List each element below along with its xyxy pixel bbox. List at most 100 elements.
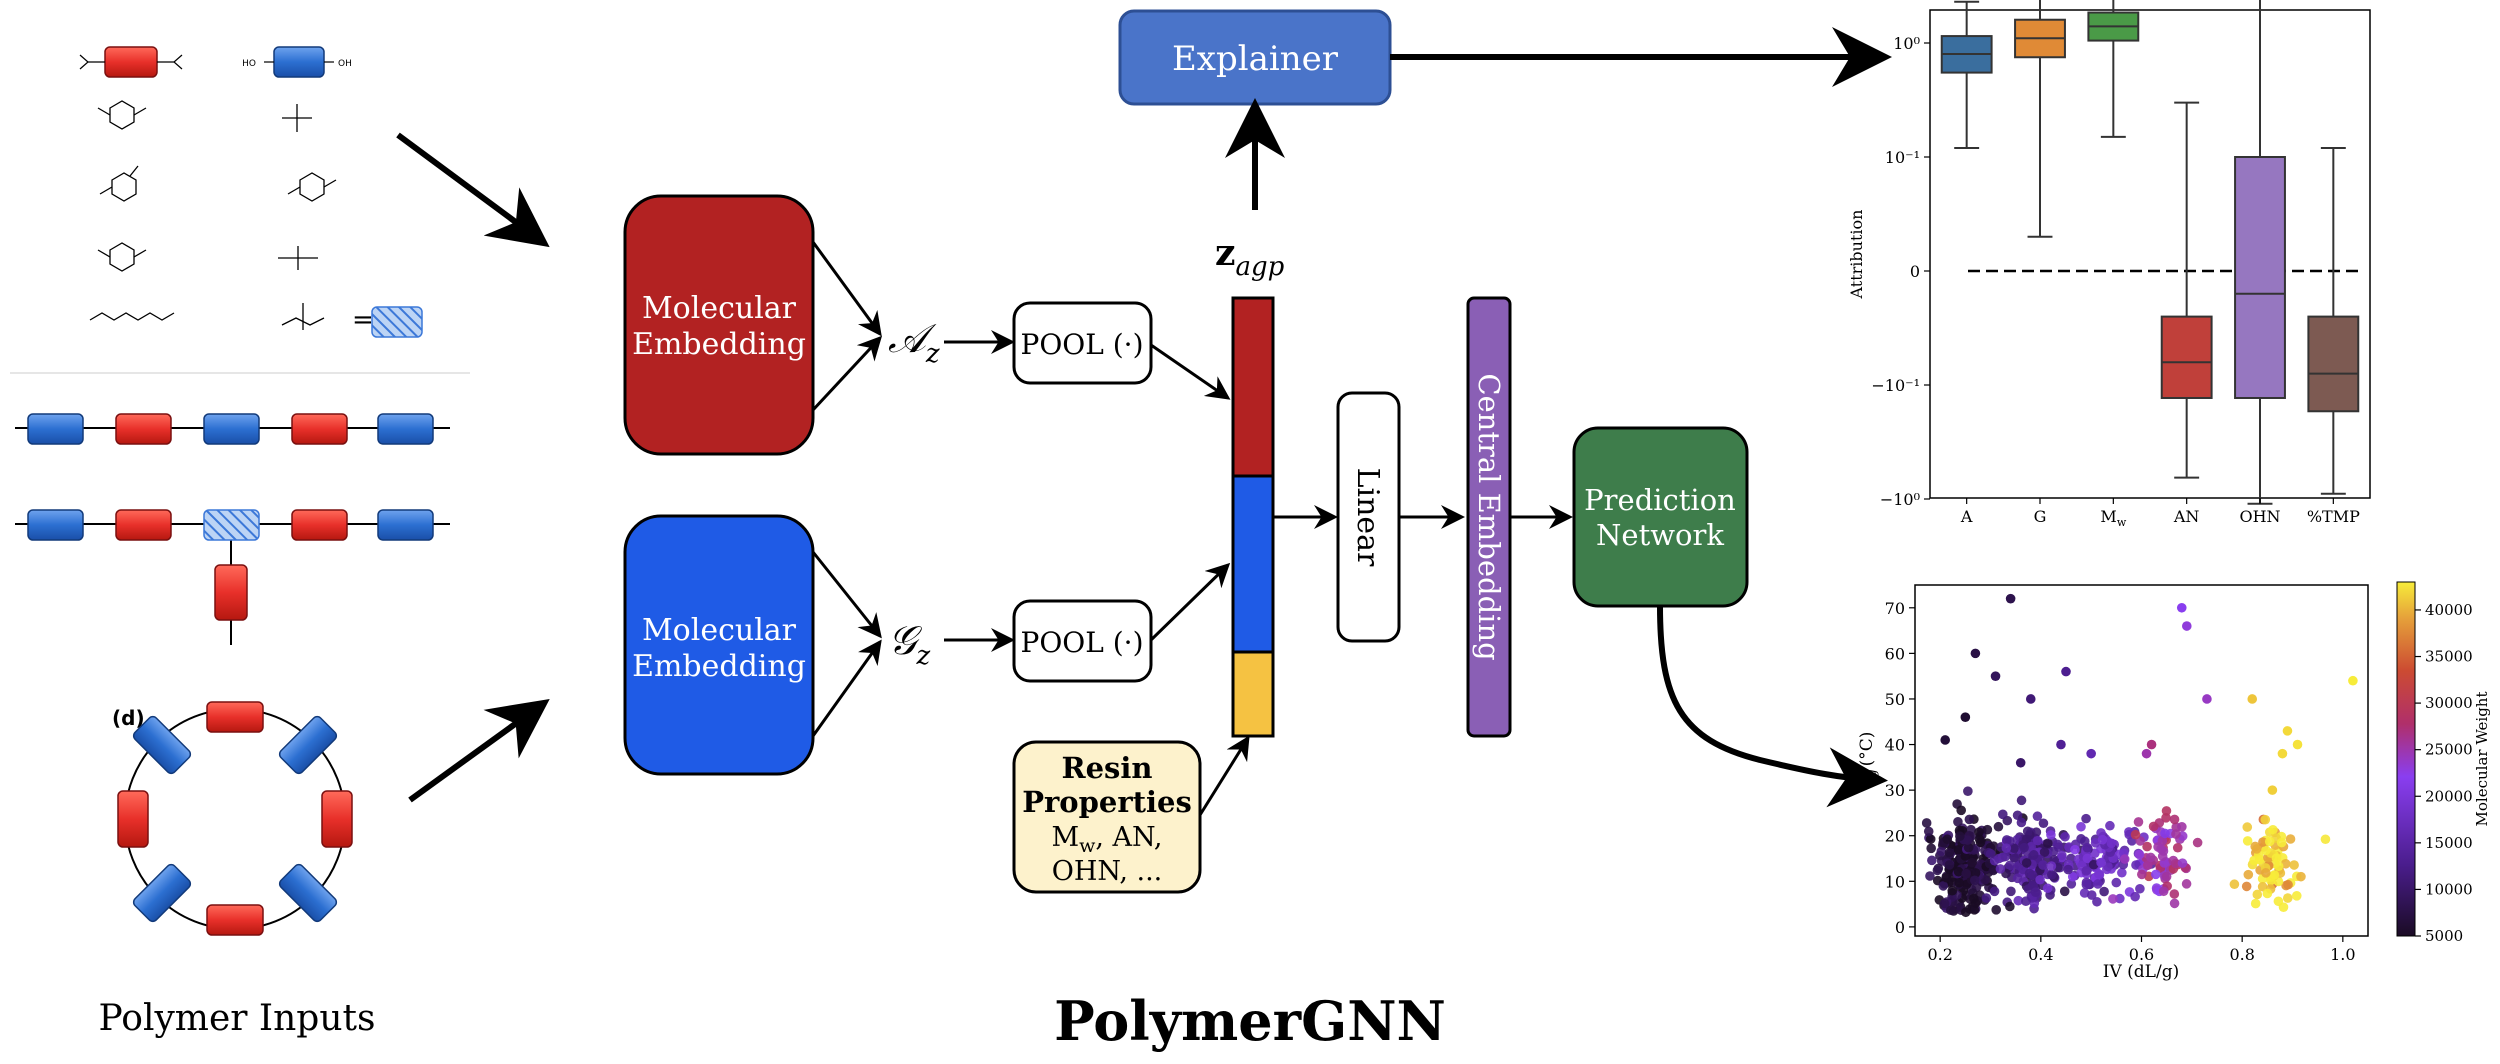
scatter-xtick-label: 0.2 — [1927, 945, 1952, 964]
scatter-point — [2320, 834, 2331, 845]
pool-label-acid: POOL (·) — [1021, 328, 1144, 361]
scatter-point — [1990, 671, 2001, 681]
scatter-point — [1956, 805, 1966, 816]
scatter-point — [2029, 850, 2039, 860]
scatter-point — [2257, 881, 2268, 892]
scatter-ytick-label: 20 — [1885, 827, 1905, 846]
pool-box-glycol — [1012, 599, 1153, 683]
scatter-point — [2130, 891, 2140, 902]
scatter-point — [2088, 859, 2099, 870]
boxplot-ytick-label: 10⁰ — [1893, 34, 1920, 53]
zagp-label: zagp — [1215, 232, 1285, 282]
scatter-point — [2027, 870, 2038, 880]
scatter-point — [1960, 907, 1971, 918]
scatter-point — [2249, 855, 2259, 866]
scatter-point — [2148, 821, 2159, 832]
scatter-point — [2119, 854, 2130, 864]
scatter-point — [2063, 864, 2073, 875]
scatter-point — [2019, 842, 2029, 853]
scatter-point — [1947, 885, 1958, 896]
scatter-ytick-label: 40 — [1885, 736, 1905, 755]
scatter-point — [2000, 851, 2011, 862]
boxplot-ytick-label: −10⁰ — [1880, 490, 1920, 509]
scatter-point — [2229, 879, 2240, 890]
boxplot-box-pcttmp — [2307, 315, 2360, 413]
mol-embedding-top-line2: Embedding — [632, 327, 806, 362]
scatter-ytick-label: 60 — [1885, 644, 1905, 663]
scatter-point — [2021, 896, 2031, 907]
panel-d-label: (d) — [112, 706, 145, 730]
scatter-point — [1953, 866, 1964, 877]
scatter-point — [1944, 847, 1955, 858]
scatter-point — [2250, 841, 2260, 852]
boxplot-xtick-label: %TMP — [2307, 507, 2360, 526]
polymergnn-title: PolymerGNN — [1054, 989, 1446, 1053]
scatter-point — [2096, 857, 2106, 868]
scatter-point — [1970, 648, 1981, 659]
boxplot-ytick-label: 10⁻¹ — [1885, 148, 1920, 167]
scatter-point — [1953, 845, 1964, 855]
scatter-point — [2013, 895, 2024, 906]
scatter-point — [2283, 879, 2293, 890]
scatter-point — [1989, 886, 2000, 897]
scatter-point — [2285, 834, 2296, 844]
branching-block-legend — [371, 306, 423, 338]
scatter-point — [2039, 847, 2050, 857]
polymer-inputs-panel: HO OH = — [10, 46, 550, 1039]
scatter-point — [2176, 602, 2187, 613]
scatter-point — [2105, 820, 2115, 831]
scatter-point — [2282, 893, 2293, 903]
scatter-point — [1936, 846, 1947, 857]
scatter-point — [2076, 821, 2086, 832]
scatter-point — [1982, 824, 1993, 835]
scatter-ytick-label: 30 — [1885, 781, 1905, 800]
scatter-point — [2005, 901, 2015, 912]
scatter-point — [2093, 869, 2104, 879]
scatter-point — [2296, 871, 2306, 882]
scatter-point — [2081, 879, 2092, 890]
colorbar-tick-label: 5000 — [2425, 927, 2463, 945]
scatter-point — [2292, 739, 2303, 750]
scatter-point — [2267, 785, 2278, 795]
scatter-point — [1954, 877, 1964, 888]
molecular-embedding-glycol — [623, 514, 815, 776]
scatter-point — [1923, 826, 1934, 837]
monomer-acid-block-legend — [79, 46, 183, 78]
scatter-point — [2242, 836, 2253, 846]
scatter-point — [2243, 869, 2254, 880]
scatter-point — [1974, 834, 1985, 845]
scatter-point — [2260, 814, 2271, 825]
scatter-point — [1921, 818, 1932, 828]
resin-properties-line1: Mw, AN, — [1051, 822, 1162, 857]
scatter-point — [2005, 593, 2016, 604]
colorbar-tick-label: 40000 — [2425, 601, 2473, 619]
scatter-point — [1963, 786, 1973, 796]
prediction-label-line1: Prediction — [1584, 483, 1736, 517]
scatter-point — [2006, 886, 2016, 897]
scatter-point — [2046, 861, 2057, 871]
mol-embedding-top-line1: Molecular — [642, 291, 797, 326]
scatter-point — [2060, 831, 2070, 842]
scatter-ytick-label: 0 — [1895, 918, 1905, 937]
scatter-point — [2262, 888, 2273, 899]
scatter-point — [2061, 666, 2071, 677]
glycol-embedding-arrow-2 — [811, 639, 882, 737]
resin-properties-line2: OHN, ... — [1052, 856, 1163, 887]
scatter-point — [2261, 868, 2271, 878]
scatter-point — [1927, 855, 1937, 866]
scatter-point — [2016, 817, 2027, 828]
scatter-point — [2093, 879, 2103, 889]
scatter-point — [2261, 845, 2271, 856]
scatter-point — [1963, 842, 1974, 853]
scatter-point — [1926, 843, 1936, 854]
scatter-point — [2059, 886, 2070, 897]
scatter-point — [2250, 898, 2261, 909]
scatter-point — [2141, 748, 2152, 759]
scatter-point — [1939, 898, 1950, 909]
scatter-point — [1962, 835, 1973, 845]
input-arrow-bottom — [408, 698, 550, 803]
scatter-point — [2025, 694, 2036, 704]
